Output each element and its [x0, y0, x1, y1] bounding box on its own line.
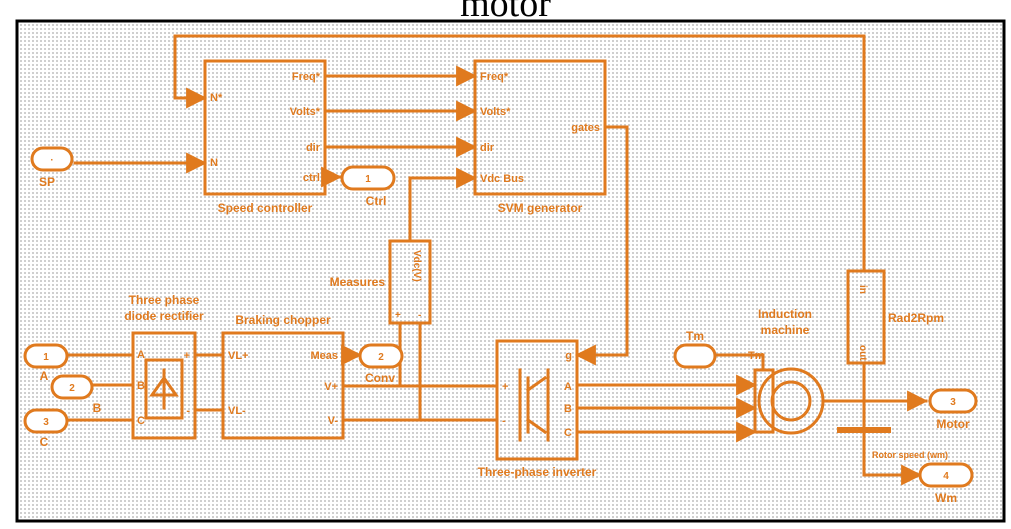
inv-port-plus: +	[502, 381, 508, 393]
speed-controller-label: Speed controller	[218, 201, 313, 215]
svm-generator-label: SVM generator	[498, 201, 583, 215]
rotor-speed-label: Rotor speed (wm)	[872, 450, 948, 460]
diode-icon	[149, 368, 179, 410]
wm-port-label: Wm	[935, 491, 957, 505]
conv-port-num: 2	[378, 352, 384, 363]
wm-port-num: 4	[943, 471, 949, 482]
motor-port-label: Motor	[936, 417, 970, 431]
sc-port-dir: dir	[306, 142, 321, 154]
wm-port[interactable]	[918, 462, 974, 488]
ctrl-port-num: 1	[365, 174, 371, 185]
measures-port-minus: -	[418, 310, 421, 321]
chopper-port-vlplus: VL+	[228, 350, 248, 362]
motor-port[interactable]	[928, 388, 978, 414]
machine-label-2: machine	[761, 323, 810, 337]
speed-controller-block[interactable]	[203, 59, 327, 196]
rad2rpm-port-out: out	[857, 345, 868, 361]
sp-port-label: SP	[39, 175, 55, 189]
rad2rpm-label: Rad2Rpm	[888, 311, 944, 325]
chopper-port-vplus: V+	[324, 381, 338, 393]
svm-port-freq: Freq*	[480, 71, 509, 83]
sp-port[interactable]	[30, 146, 74, 172]
chopper-label: Braking chopper	[235, 313, 331, 327]
svm-port-gates: gates	[571, 122, 600, 134]
measures-port-plus: +	[395, 310, 401, 321]
rect-port-b: B	[137, 380, 145, 392]
speed-feedback-wire	[173, 34, 866, 273]
diode-symbol-box	[144, 358, 184, 420]
sc-port-ctrl: ctrl	[303, 172, 320, 184]
inv-port-b: B	[564, 403, 572, 415]
svm-port-dir: dir	[480, 142, 495, 154]
a-port-num: 1	[43, 352, 49, 363]
tm-port[interactable]	[673, 343, 717, 369]
svm-port-vdc: Vdc Bus	[480, 173, 524, 185]
measures-inner: Vdc(V)	[411, 250, 422, 282]
machine-port-tm: Tm	[748, 350, 765, 362]
c-port-label: C	[40, 435, 49, 449]
ctrl-port[interactable]	[340, 165, 396, 191]
a-port[interactable]	[23, 343, 69, 369]
inv-port-minus: -	[502, 415, 506, 427]
rad2rpm-block[interactable]	[846, 269, 886, 365]
igbt-icon	[518, 368, 550, 442]
tm-port-label: Tm	[686, 329, 704, 343]
inv-port-a: A	[564, 381, 572, 393]
c-port-num: 3	[43, 417, 49, 428]
inverter-label: Three-phase inverter	[478, 465, 597, 479]
conv-port-label: Conv	[365, 371, 395, 385]
machine-label-1: Induction	[758, 307, 812, 321]
inv-port-g: g	[565, 350, 572, 362]
wm-wire	[862, 399, 923, 486]
rect-port-a: A	[137, 349, 145, 361]
sc-port-freq: Freq*	[292, 71, 321, 83]
chopper-port-vminus: V-	[328, 415, 339, 427]
sc-port-n-star: N*	[210, 92, 223, 104]
sc-port-n: N	[210, 157, 218, 169]
ctrl-port-label: Ctrl	[366, 194, 387, 208]
rectifier-label-2: diode rectifier	[124, 309, 204, 323]
rad2rpm-port-in: in	[857, 285, 868, 294]
inverter-block[interactable]	[495, 339, 579, 461]
sp-port-num: ·	[50, 155, 53, 166]
conv-port[interactable]	[358, 343, 404, 369]
b-port-label: B	[93, 401, 102, 415]
a-port-label: A	[40, 369, 49, 383]
sc-port-volts: Volts*	[290, 106, 321, 118]
rect-port-c: C	[137, 415, 145, 427]
motor-port-num: 3	[950, 397, 956, 408]
rectifier-label-1: Three phase	[129, 293, 200, 307]
tm-wire	[713, 353, 765, 372]
vdc-wire	[408, 167, 478, 243]
c-port[interactable]	[23, 408, 69, 434]
measures-label: Measures	[330, 275, 386, 289]
b-port[interactable]	[50, 374, 94, 400]
rect-port-minus: -	[186, 405, 190, 417]
chopper-port-meas: Meas	[310, 350, 338, 362]
chopper-port-vlminus: VL-	[228, 405, 246, 417]
b-port-num: 2	[69, 383, 75, 394]
svm-port-volts: Volts*	[480, 106, 511, 118]
inv-port-c: C	[564, 427, 572, 439]
gates-wire	[574, 125, 629, 366]
rect-port-plus: +	[184, 350, 190, 362]
